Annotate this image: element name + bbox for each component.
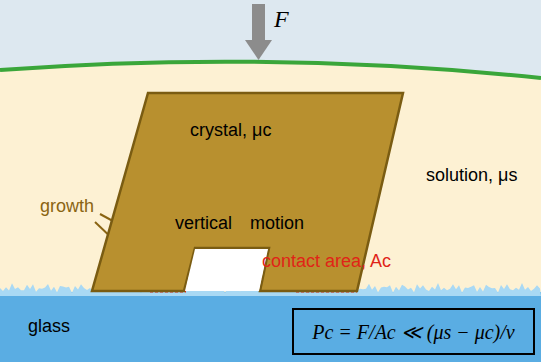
motion-label: motion <box>250 214 304 234</box>
glass-substrate: glass Pc = F/Ac ≪ (μs − μc)/v <box>0 293 541 362</box>
node-label: crystal, μc <box>190 121 271 141</box>
crystal-fill <box>92 93 403 291</box>
solution-label: solution, μs <box>426 166 517 186</box>
motion-label: vertical <box>175 214 232 234</box>
force-arrow <box>245 4 272 60</box>
equation-box: Pc = F/Ac ≪ (μs − μc)/v <box>292 308 535 355</box>
glass-body <box>0 292 541 362</box>
equation-text: Pc = F/Ac ≪ (μs − μc)/v <box>312 321 514 343</box>
plate-edge <box>0 62 541 78</box>
force-symbol: F <box>274 6 289 32</box>
growth-label: growth <box>40 197 94 217</box>
crystal-notch <box>185 249 268 291</box>
node-label: glass <box>28 317 70 337</box>
contact-label: contact area, Ac <box>262 252 391 272</box>
press-plate <box>0 0 541 78</box>
